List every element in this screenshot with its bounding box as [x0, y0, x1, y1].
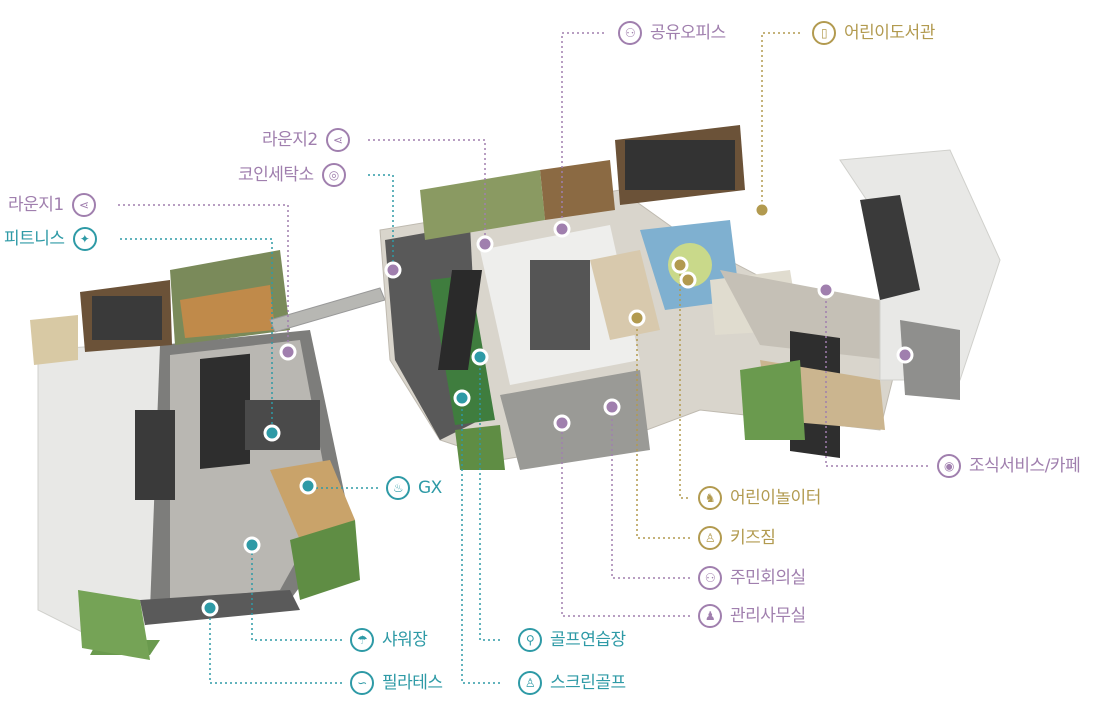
label-management-office-text: 관리사무실: [730, 606, 806, 626]
label-shower-room-text: 샤워장: [382, 630, 428, 650]
label-breakfast-cafe-text: 조식서비스/카페: [969, 456, 1081, 476]
kids-gym-icon: ♙: [698, 526, 722, 550]
rocking-horse-icon: ♞: [698, 486, 722, 510]
marker-kids-library: [753, 201, 771, 219]
marker-management-office: [553, 414, 571, 432]
label-lounge2-text: 라운지2: [262, 130, 318, 150]
marker-screen-golf: [453, 389, 471, 407]
marker-extra-2: [679, 271, 697, 289]
marker-community-room: [603, 398, 621, 416]
dish-utensils-icon: ◉: [937, 454, 961, 478]
share-icon: ⋖: [71, 193, 96, 217]
label-screen-golf[interactable]: ♙ 스크린골프: [518, 671, 626, 695]
staff-desk-icon: ♟: [698, 604, 722, 628]
marker-gx: [299, 477, 317, 495]
label-coin-laundry[interactable]: 코인세탁소 ◎: [238, 163, 346, 187]
share-icon: ⋖: [325, 128, 350, 152]
label-playground[interactable]: ♞ 어린이놀이터: [698, 486, 821, 510]
tablet-book-icon: ▯: [812, 21, 836, 45]
gx-exercise-icon: ♨: [386, 476, 410, 500]
marker-playground: [671, 256, 689, 274]
marker-lounge1: [279, 343, 297, 361]
label-lounge1-text: 라운지1: [8, 195, 64, 215]
label-fitness-text: 피트니스: [4, 229, 65, 249]
label-kids-gym-text: 키즈짐: [730, 528, 776, 548]
washing-machine-icon: ◎: [321, 163, 346, 187]
map-markers: [201, 201, 914, 617]
label-pilates-text: 필라테스: [382, 673, 443, 693]
marker-golf-practice: [471, 348, 489, 366]
label-shared-office-text: 공유오피스: [650, 23, 726, 43]
label-gx-text: GX: [418, 478, 442, 498]
label-kids-library-text: 어린이도서관: [844, 23, 935, 43]
meeting-people-icon: ⚇: [698, 566, 722, 590]
label-breakfast-cafe[interactable]: ◉ 조식서비스/카페: [937, 454, 1081, 478]
golf-swing-icon: ⚲: [518, 628, 542, 652]
label-community-room[interactable]: ⚇ 주민회의실: [698, 566, 806, 590]
label-pilates[interactable]: ∽ 필라테스: [350, 671, 443, 695]
shower-icon: ☂: [350, 628, 374, 652]
pilates-icon: ∽: [350, 671, 374, 695]
leader-lines: [118, 32, 928, 684]
label-management-office[interactable]: ♟ 관리사무실: [698, 604, 806, 628]
label-kids-library[interactable]: ▯ 어린이도서관: [812, 21, 935, 45]
label-lounge1[interactable]: 라운지1 ⋖: [8, 193, 96, 217]
marker-extra-1: [896, 346, 914, 364]
label-playground-text: 어린이놀이터: [730, 488, 821, 508]
label-golf-practice[interactable]: ⚲ 골프연습장: [518, 628, 626, 652]
marker-shower-room: [243, 536, 261, 554]
golfer-icon: ♙: [518, 671, 542, 695]
label-coin-laundry-text: 코인세탁소: [238, 165, 314, 185]
label-shared-office[interactable]: ⚇ 공유오피스: [618, 21, 726, 45]
label-fitness[interactable]: 피트니스 ✦: [4, 227, 97, 251]
weightlifting-icon: ✦: [72, 227, 97, 251]
marker-coin-laundry: [384, 261, 402, 279]
label-gx[interactable]: ♨ GX: [386, 476, 442, 500]
marker-fitness: [263, 424, 281, 442]
marker-shared-office: [553, 220, 571, 238]
label-screen-golf-text: 스크린골프: [550, 673, 626, 693]
marker-lounge2: [476, 235, 494, 253]
marker-pilates: [201, 599, 219, 617]
marker-breakfast-cafe: [817, 281, 835, 299]
label-golf-practice-text: 골프연습장: [550, 630, 626, 650]
label-lounge2[interactable]: 라운지2 ⋖: [262, 128, 350, 152]
marker-kids-gym: [628, 309, 646, 327]
left-building: [30, 250, 360, 660]
label-shower-room[interactable]: ☂ 샤워장: [350, 628, 428, 652]
label-community-room-text: 주민회의실: [730, 568, 806, 588]
right-building: [379, 125, 1001, 470]
meeting-icon: ⚇: [618, 21, 642, 45]
label-kids-gym[interactable]: ♙ 키즈짐: [698, 526, 776, 550]
